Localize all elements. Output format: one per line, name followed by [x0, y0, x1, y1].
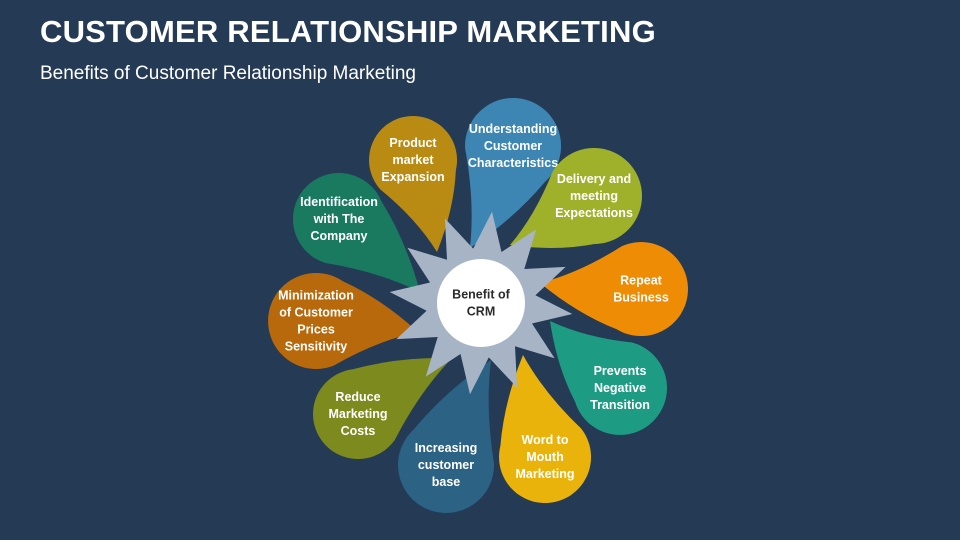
petal-shape: [550, 321, 667, 435]
petal-label-line: of Customer: [279, 306, 353, 320]
petal-shape: [292, 173, 420, 292]
petal-label-line: Expectations: [555, 206, 633, 220]
petal-label-line: Reduce: [335, 390, 380, 404]
petal-label-line: Customer: [484, 139, 542, 153]
petal-increasing-customer-base: Increasing customer base: [398, 360, 495, 513]
petal-label-line: Marketing: [328, 407, 387, 421]
petal-shape: [510, 148, 643, 248]
petal-label-line: Understanding: [469, 122, 557, 136]
petal-shape: [313, 357, 452, 460]
petal-label-line: meeting: [570, 189, 618, 203]
center-label: Benefit of CRM: [452, 288, 510, 319]
petal-label-line: Prices: [297, 323, 335, 337]
petal-label-line: Delivery and: [557, 172, 631, 186]
petal-label-line: base: [432, 475, 461, 489]
center-circle: [437, 259, 525, 347]
petal-shape: [398, 360, 495, 513]
petal-label-line: Negative: [594, 381, 646, 395]
petal-shape: [540, 242, 688, 337]
petal-shape: [465, 98, 562, 248]
petal-label-line: with The: [313, 212, 365, 226]
petal-label-line: Product: [389, 136, 437, 150]
petal-label-line: Characteristics: [468, 156, 558, 170]
petal-label-line: Costs: [341, 424, 376, 438]
petal-label-line: market: [393, 153, 435, 167]
slide-subtitle: Benefits of Customer Relationship Market…: [40, 63, 416, 84]
petal-label-line: Transition: [590, 398, 650, 412]
petal-label-line: Word to: [522, 433, 569, 447]
petal-shape: [499, 355, 592, 504]
petal-label-line: Minimization: [278, 289, 354, 303]
petal-label-line: Mouth: [526, 450, 563, 464]
center-label-line: CRM: [467, 305, 495, 319]
petal-label-line: Increasing: [415, 441, 478, 455]
petal-label-line: Repeat: [620, 274, 663, 288]
petal-label-line: Sensitivity: [285, 340, 348, 354]
petal-label-line: Expansion: [381, 170, 444, 184]
petal-label-line: Marketing: [515, 467, 574, 481]
petal-label-line: Business: [613, 291, 669, 305]
slide-title: CUSTOMER RELATIONSHIP MARKETING: [40, 14, 656, 49]
petal-label-line: Prevents: [594, 364, 647, 378]
petal-shape: [369, 115, 458, 253]
petal-shape: [268, 272, 418, 369]
petal-label-line: Company: [311, 229, 368, 243]
petal-label: Increasing customer base: [415, 441, 478, 489]
petal-label-line: customer: [418, 458, 474, 472]
petal-label-line: Identification: [300, 195, 378, 209]
center-label-line: Benefit of: [452, 288, 510, 302]
